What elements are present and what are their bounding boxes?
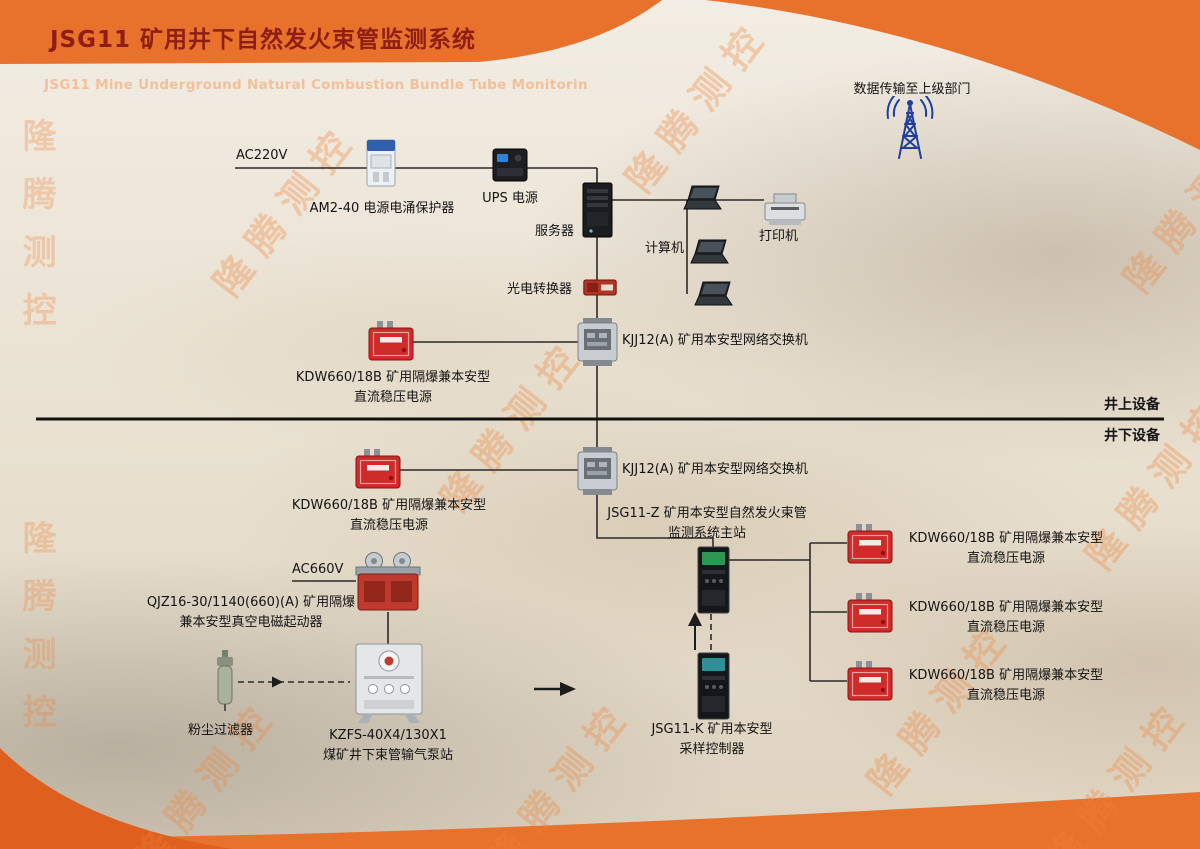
psu-kdw660-icon — [847, 592, 893, 634]
psu-right-3-label: KDW660/18B 矿用隔爆兼本安型 直流稳压电源 — [908, 668, 1104, 703]
sampling-controller-icon — [697, 652, 730, 720]
network-switch-icon — [577, 447, 618, 496]
dust-filter-icon — [212, 650, 238, 712]
psu-underground-label: KDW660/18B 矿用隔爆兼本安型 直流稳压电源 — [291, 498, 487, 533]
antenna-label: 数据传输至上级部门 — [853, 82, 971, 97]
server-label: 服务器 — [535, 224, 575, 239]
ac660v-label: AC660V — [292, 562, 344, 577]
pump-station-label: KZFS-40X4/130X1 煤矿井下束管输气泵站 — [322, 728, 453, 763]
printer-icon — [762, 192, 808, 228]
switch-underground-label: KJJ12(A) 矿用本安型网络交换机 — [622, 462, 808, 477]
ups-label: UPS 电源 — [482, 191, 538, 206]
surge-protector-label: AM2-40 电源电涌保护器 — [309, 201, 455, 216]
psu-kdw660-icon — [355, 448, 401, 490]
psu-kdw660-icon — [847, 660, 893, 702]
page-title: JSG11 矿用井下自然发火束管监测系统 — [50, 27, 477, 53]
main-station-label: JSG11-Z 矿用本安型自然发火束管 监测系统主站 — [607, 506, 807, 541]
vacuum-starter-icon — [353, 550, 423, 612]
ac220v-label: AC220V — [236, 148, 288, 163]
computer-label: 计算机 — [645, 241, 685, 256]
laptop-icon — [690, 238, 732, 268]
laptop-icon — [683, 184, 725, 214]
psu-kdw660-icon — [368, 320, 414, 362]
zone-underground-label: 井下设备 — [1104, 428, 1160, 444]
page-subtitle: JSG11 Mine Underground Natural Combustio… — [44, 77, 588, 93]
psu-right-2-label: KDW660/18B 矿用隔爆兼本安型 直流稳压电源 — [908, 600, 1104, 635]
main-station-icon — [697, 546, 730, 614]
psu-surface-label: KDW660/18B 矿用隔爆兼本安型 直流稳压电源 — [295, 370, 491, 405]
ups-icon — [492, 146, 528, 184]
starter-label: QJZ16-30/1140(660)(A) 矿用隔爆 兼本安型真空电磁起动器 — [146, 595, 356, 630]
antenna-icon — [880, 95, 940, 162]
psu-right-1-label: KDW660/18B 矿用隔爆兼本安型 直流稳压电源 — [908, 531, 1104, 566]
laptop-icon — [694, 280, 736, 310]
converter-label: 光电转换器 — [507, 282, 573, 297]
pump-station-icon — [351, 642, 427, 724]
zone-surface-label: 井上设备 — [1104, 397, 1160, 413]
printer-label: 打印机 — [759, 229, 799, 244]
dust-filter-label: 粉尘过滤器 — [188, 723, 254, 738]
network-switch-icon — [577, 318, 618, 367]
sampling-controller-label: JSG11-K 矿用本安型 采样控制器 — [651, 722, 773, 757]
converter-icon — [583, 277, 617, 298]
server-icon — [582, 182, 613, 238]
surge-protector-icon — [362, 138, 400, 188]
psu-kdw660-icon — [847, 523, 893, 565]
switch-surface-label: KJJ12(A) 矿用本安型网络交换机 — [622, 333, 808, 348]
